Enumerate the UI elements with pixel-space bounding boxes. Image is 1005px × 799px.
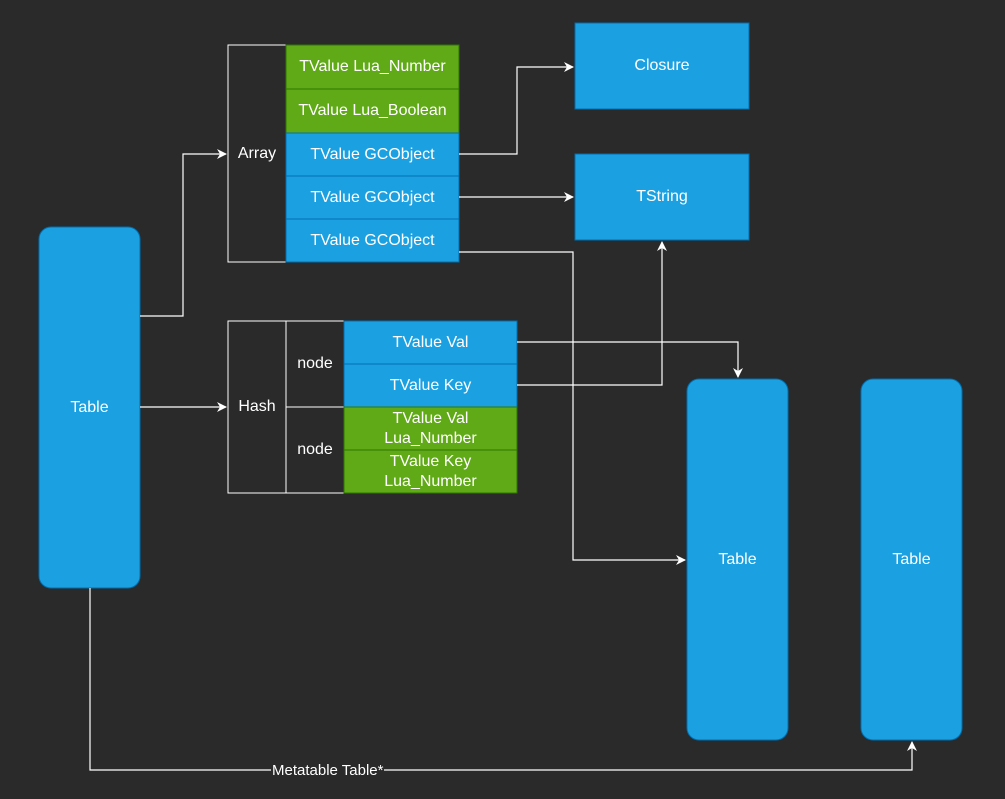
array-item-lua-boolean[interactable] xyxy=(285,88,460,134)
hash-container[interactable] xyxy=(227,320,287,494)
array-item-gcobject-3[interactable] xyxy=(285,218,460,263)
metatable-edge-label: Metatable Table* xyxy=(271,762,385,779)
node-container-2[interactable] xyxy=(285,406,345,494)
hash-item-val-number[interactable] xyxy=(343,406,518,451)
array-item-gcobject-1[interactable] xyxy=(285,132,460,177)
edge-gcobject-to-table xyxy=(459,251,686,565)
main-table-box[interactable] xyxy=(38,226,141,589)
array-item-gcobject-2[interactable] xyxy=(285,175,460,220)
hash-item-key-number[interactable] xyxy=(343,449,518,494)
edge-gcobject-to-closure xyxy=(459,62,574,155)
closure-box[interactable] xyxy=(574,22,750,110)
node-container-1[interactable] xyxy=(285,320,345,408)
tstring-box[interactable] xyxy=(574,153,750,241)
edge-key-to-tstring xyxy=(517,241,667,386)
table-right-box[interactable] xyxy=(860,378,963,741)
array-item-lua-number[interactable] xyxy=(285,44,460,90)
hash-item-val[interactable] xyxy=(343,320,518,365)
table-mid-box[interactable] xyxy=(686,378,789,741)
edge-val-to-table xyxy=(517,341,743,378)
array-container[interactable] xyxy=(227,44,287,263)
edge-table-to-array xyxy=(140,149,227,317)
hash-item-key[interactable] xyxy=(343,363,518,408)
edge-metatable xyxy=(89,588,917,771)
